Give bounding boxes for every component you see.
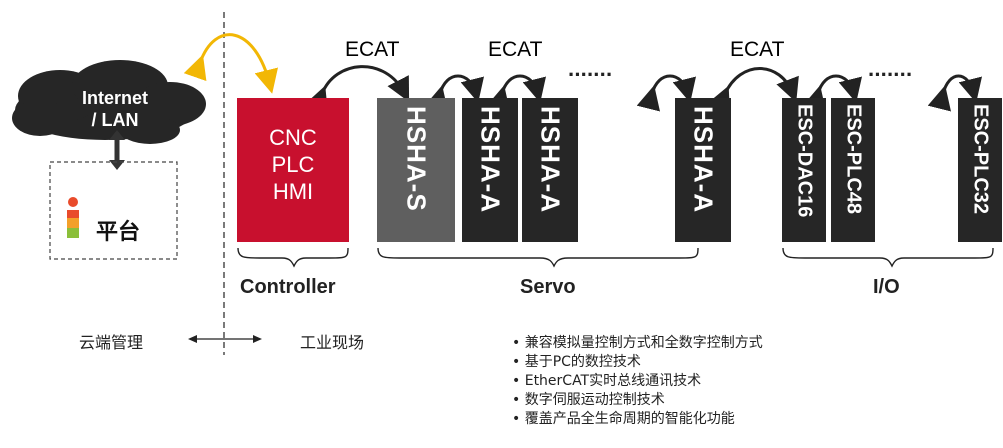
- servo-unit-hsha-s: HSHA-S: [377, 98, 455, 242]
- platform-logo-icon: [64, 196, 82, 251]
- zone-label-cloud: 云端管理: [79, 333, 144, 352]
- controller-box: CNC PLC HMI: [237, 98, 349, 242]
- controller-line-cnc: CNC: [269, 125, 317, 150]
- cloud-link-arrow: [183, 33, 278, 94]
- controller-line-hmi: HMI: [272, 179, 314, 204]
- io-unit-esc-plc48: ESC-PLC48: [831, 98, 875, 242]
- group-label-io: I/O: [873, 276, 900, 298]
- io-brace: [782, 247, 994, 268]
- ecat-label-3: ECAT: [730, 38, 785, 61]
- zone-label-field: 工业现场: [300, 333, 365, 352]
- servo-unit-hsha-a-1: HSHA-A: [462, 98, 518, 242]
- ellipsis-servo: ·······: [568, 62, 613, 87]
- platform-box-outline: [49, 161, 178, 260]
- cloud-shape: [12, 60, 206, 144]
- feature-list: 兼容模拟量控制方式和全数字控制方式 基于PC的数控技术 EtherCAT实时总线…: [512, 334, 763, 429]
- feature-item: 覆盖产品全生命周期的智能化功能: [512, 410, 763, 429]
- io-unit-esc-dac16: ESC-DAC16: [782, 98, 826, 242]
- group-label-servo: Servo: [520, 276, 576, 298]
- controller-line-plc: PLC: [271, 152, 315, 177]
- platform-label: 平台: [96, 220, 141, 245]
- cloud-label-line2: / LAN: [91, 110, 139, 130]
- cloud-label-line1: Internet: [81, 88, 148, 108]
- feature-item: 兼容模拟量控制方式和全数字控制方式: [512, 334, 763, 353]
- cloud-label: Internet / LAN: [55, 87, 175, 131]
- feature-item: 基于PC的数控技术: [512, 353, 763, 372]
- feature-item: EtherCAT实时总线通讯技术: [512, 372, 763, 391]
- servo-unit-hsha-a-2: HSHA-A: [522, 98, 578, 242]
- ecat-label-2: ECAT: [488, 38, 543, 61]
- servo-brace: [377, 247, 699, 268]
- feature-item: 数字伺服运动控制技术: [512, 391, 763, 410]
- servo-unit-hsha-a-3: HSHA-A: [675, 98, 731, 242]
- ellipsis-io: ·······: [868, 62, 913, 87]
- io-unit-esc-plc32: ESC-PLC32: [958, 98, 1002, 242]
- group-label-controller: Controller: [240, 276, 336, 298]
- ecat-label-1: ECAT: [345, 38, 400, 61]
- controller-brace: [237, 247, 349, 268]
